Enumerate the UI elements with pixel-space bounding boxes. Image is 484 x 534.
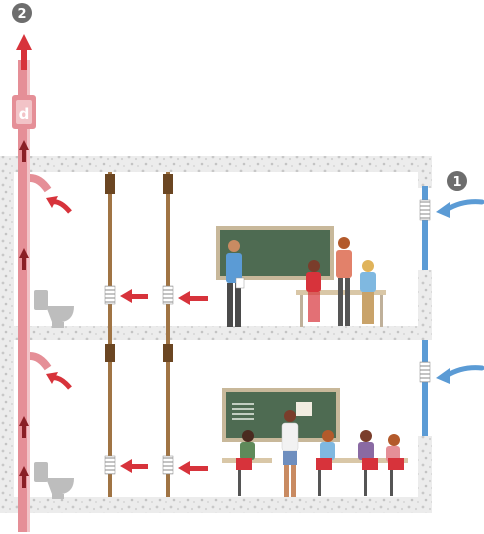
airflow-arrow-icon xyxy=(120,459,148,473)
teacher-figure xyxy=(281,410,299,497)
airflow-arrow-icon xyxy=(46,196,72,214)
lower-classroom xyxy=(222,388,408,497)
airflow-arrow-icon xyxy=(16,34,32,70)
toilet-icon xyxy=(34,290,74,328)
poster xyxy=(296,402,312,416)
duct-flow-arrows xyxy=(19,140,29,488)
chalkboard-lower xyxy=(226,392,336,438)
intake-pipe-upper xyxy=(422,186,428,270)
student-figure xyxy=(306,260,321,322)
student-figure xyxy=(316,430,335,496)
left-wall xyxy=(0,156,14,513)
student-figure xyxy=(236,430,255,496)
badge-intake-label: 1 xyxy=(452,175,461,190)
chalk-lines xyxy=(232,403,254,420)
exhaust-branch-upper xyxy=(29,174,52,193)
intake-pipe-lower xyxy=(422,340,428,436)
exhaust-branch-lower xyxy=(29,352,52,371)
vent-grille-icon xyxy=(104,285,116,305)
airflow-arrow-icon xyxy=(46,372,72,390)
airflow-arrow-icon xyxy=(120,289,148,303)
badge-exhaust: 2 xyxy=(12,3,32,23)
room-airflow-arrows xyxy=(46,196,208,475)
student-figure xyxy=(386,434,404,496)
vent-grille-icon xyxy=(419,361,431,383)
right-wall-bottom xyxy=(418,436,432,513)
badge-intake: 1 xyxy=(447,171,467,191)
upper-classroom xyxy=(216,226,386,327)
right-wall-top xyxy=(418,156,432,188)
vent-grille-icon xyxy=(162,455,174,475)
badge-exhaust-label: 2 xyxy=(17,7,26,22)
right-wall-middle xyxy=(418,270,432,328)
vent-grille-icon xyxy=(419,199,431,221)
student-figure xyxy=(360,260,376,324)
airflow-arrow-icon xyxy=(443,365,484,379)
student-figure xyxy=(358,430,378,496)
student-figure xyxy=(336,237,352,326)
roof-slab xyxy=(0,156,432,172)
middle-floor-slab xyxy=(0,326,432,340)
vent-grille-icon xyxy=(162,285,174,305)
teacher-figure xyxy=(226,240,245,327)
toilet-icon xyxy=(34,462,74,499)
exhaust-stack: d xyxy=(12,34,52,532)
inner-pipes xyxy=(104,172,174,497)
airflow-arrow-icon xyxy=(178,291,208,305)
duct-logo-letter: d xyxy=(19,105,30,123)
fresh-air-intake xyxy=(419,186,484,436)
vent-grille-icon xyxy=(104,455,116,475)
airflow-arrow-icon xyxy=(178,461,208,475)
airflow-arrow-icon xyxy=(443,199,484,213)
ground-floor-slab xyxy=(0,497,432,513)
